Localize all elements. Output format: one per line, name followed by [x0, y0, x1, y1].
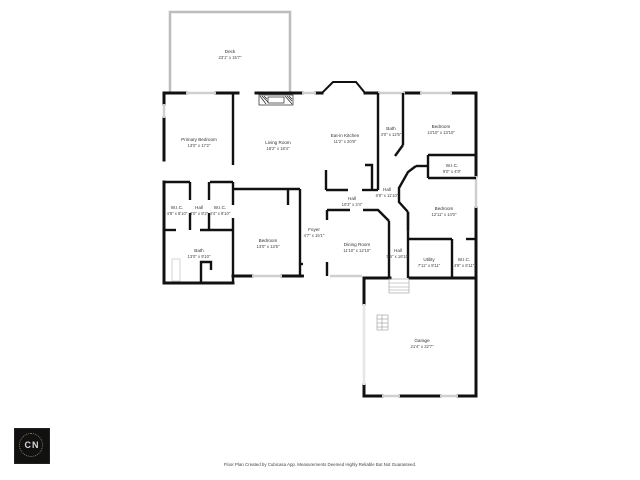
garage-steps [376, 278, 410, 331]
windows [162, 91, 478, 398]
room-label-wic-right: W.I.C.4'4" x 8'10" [209, 205, 231, 216]
logo-text: CN [24, 440, 40, 450]
exterior-walls [162, 81, 478, 398]
footer-disclaimer: Floor Plan Created by Cubicasa App. Meas… [223, 462, 417, 467]
deck-outline [168, 10, 292, 92]
room-label-wic-se: W.I.C.4'8" x 6'11" [453, 257, 475, 268]
interior-walls [164, 93, 476, 283]
room-label-wic-left: W.I.C.4'8" x 8'10" [166, 205, 188, 216]
room-label-wic-ne: W.I.C.9'0" x 4'9" [442, 163, 462, 174]
company-logo: CN [14, 428, 50, 464]
fireplace [258, 94, 294, 106]
logo-ring [19, 433, 43, 457]
tub [171, 258, 181, 282]
